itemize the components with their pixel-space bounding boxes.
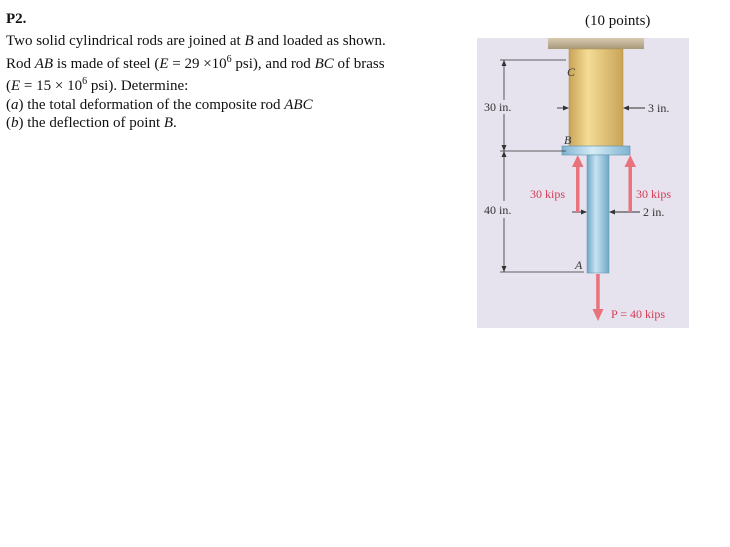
statement-text: = 15 × 10 — [20, 78, 83, 94]
load-arrow-left — [572, 155, 584, 212]
statement-text: BC — [314, 55, 334, 72]
statement-text: ( — [6, 115, 11, 131]
statement-text: psi). Determine: — [87, 78, 189, 94]
statement-text: ) the total deformation of the composite… — [18, 96, 285, 113]
collar-b — [561, 145, 631, 156]
label-point-a: A — [574, 258, 583, 272]
statement-text: a — [11, 96, 19, 113]
statement-text: . — [173, 115, 177, 131]
statement-text: E — [159, 55, 169, 72]
dimension-40in — [500, 151, 584, 273]
statement-text: and loaded as shown. — [253, 33, 386, 49]
statement-text: is made of steel ( — [53, 55, 160, 72]
statement-text: = 29 ×10 — [168, 55, 227, 72]
label-load-right: 30 kips — [636, 187, 671, 201]
statement-text: 6 — [226, 53, 232, 65]
statement-text: ABC — [284, 96, 313, 113]
statement-text: of brass — [333, 55, 385, 72]
label-point-b: B — [564, 133, 572, 147]
label-diameter-bc: 3 in. — [648, 101, 669, 115]
rod-ab-steel — [586, 154, 610, 274]
statement-line: (b) the deflection of point B. — [6, 114, 436, 133]
label-diameter-ab: 2 in. — [643, 205, 664, 219]
load-arrow-right — [624, 155, 636, 212]
fixed-support — [548, 38, 644, 49]
load-arrow-p — [592, 274, 604, 321]
label-length-bc: 30 in. — [484, 100, 511, 114]
label-load-left: 30 kips — [530, 187, 565, 201]
statement-line: (a) the total deformation of the composi… — [6, 96, 436, 115]
composite-rod-figure: C B A 30 in. 40 in. 3 in. 2 in. 30 kips … — [477, 38, 689, 328]
label-length-ab: 40 in. — [484, 203, 511, 217]
label-point-c: C — [567, 65, 576, 79]
statement-text: AB — [34, 55, 54, 72]
statement-line: (E = 15 × 106 psi). Determine: — [6, 73, 436, 96]
statement-text: E — [11, 78, 21, 94]
rod-bc-brass — [568, 48, 624, 149]
points-label: (10 points) — [585, 13, 651, 29]
label-load-p: P = 40 kips — [611, 307, 665, 321]
problem-statement: Two solid cylindrical rods are joined at… — [6, 32, 436, 133]
dimension-30in — [500, 59, 566, 152]
statement-text: b — [11, 115, 19, 131]
statement-text: Two solid cylindrical rods are joined at — [6, 33, 245, 49]
statement-text: Rod — [6, 55, 35, 72]
statement-text: ) the deflection of point — [18, 115, 164, 131]
statement-text: B — [163, 115, 174, 131]
statement-text: B — [244, 33, 254, 49]
statement-line: Rod AB is made of steel (E = 29 ×106 psi… — [6, 51, 436, 74]
statement-text: ( — [6, 78, 11, 94]
statement-text: ( — [6, 96, 11, 113]
statement-line: Two solid cylindrical rods are joined at… — [6, 32, 436, 51]
diameter-bc-arrows — [557, 105, 645, 111]
statement-text: 6 — [82, 76, 88, 87]
statement-text: psi), and rod — [231, 55, 315, 72]
problem-number: P2. — [6, 11, 27, 27]
